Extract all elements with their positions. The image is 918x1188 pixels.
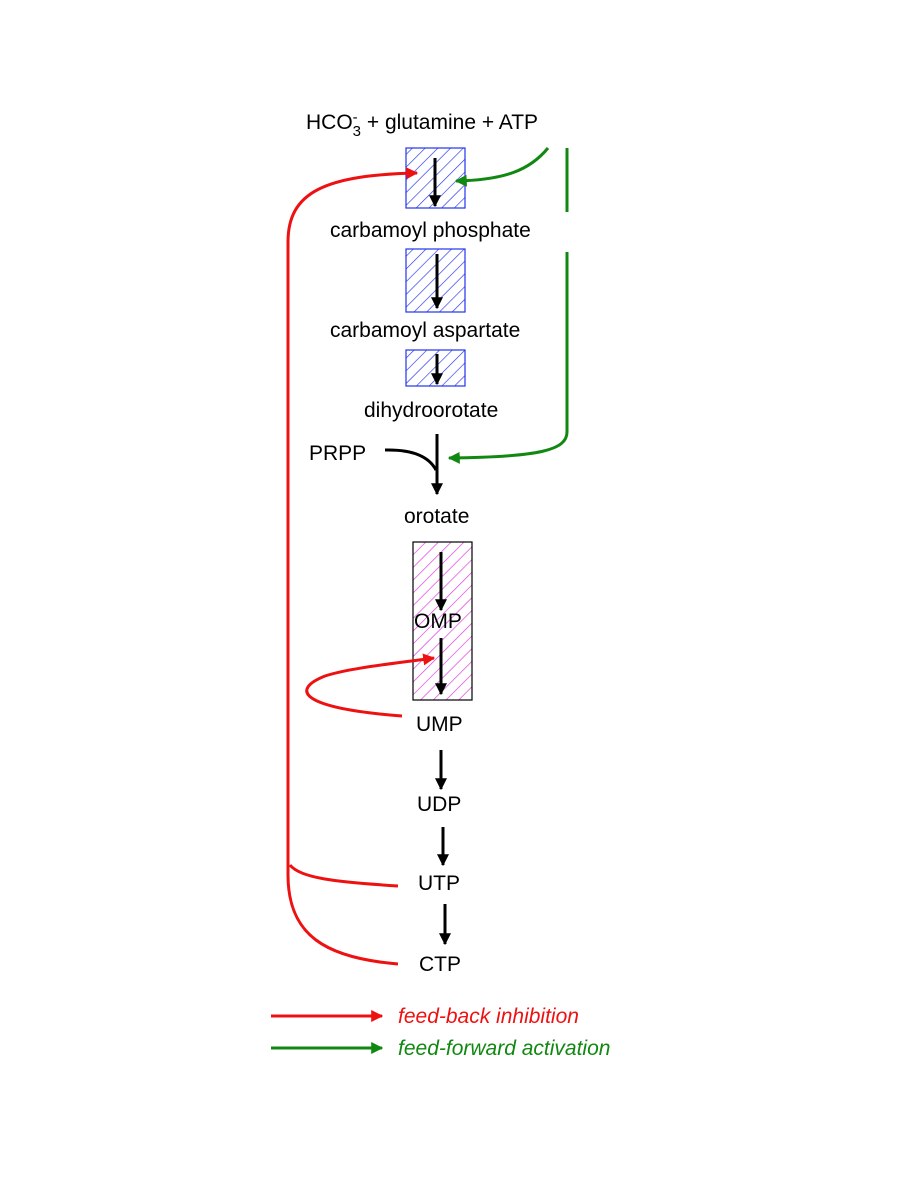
label-dihydroorotate: dihydroorotate xyxy=(364,399,498,422)
activation-arrows xyxy=(447,147,569,464)
label-orotate: orotate xyxy=(404,505,469,528)
legend: feed-back inhibition feed-forward activa… xyxy=(271,1005,610,1060)
utp-inhibition-line xyxy=(288,863,399,888)
label-carbamoyl-phosphate: carbamoyl phosphate xyxy=(330,219,531,242)
atp-activation-line-omp xyxy=(447,252,569,464)
legend-activation-label: feed-forward activation xyxy=(398,1037,610,1060)
label-ump: UMP xyxy=(416,713,463,736)
prpp-arrow xyxy=(384,448,438,471)
legend-inhibition-label: feed-back inhibition xyxy=(398,1005,579,1028)
label-prpp: PRPP xyxy=(309,442,366,465)
atp-activation-line-cps xyxy=(454,147,550,187)
label-udp: UDP xyxy=(417,793,461,816)
pathway-arrows xyxy=(384,158,451,946)
label-omp: OMP xyxy=(414,610,462,633)
ctp-inhibition-line xyxy=(286,167,419,966)
ump-inhibition-line xyxy=(305,653,436,718)
label-utp: UTP xyxy=(418,872,460,895)
inhibition-arrows xyxy=(286,167,436,966)
label-carbamoyl-aspartate: carbamoyl aspartate xyxy=(330,319,520,342)
substrate-label: HCO-3 + glutamine + ATP xyxy=(306,109,538,140)
label-ctp: CTP xyxy=(419,953,461,976)
